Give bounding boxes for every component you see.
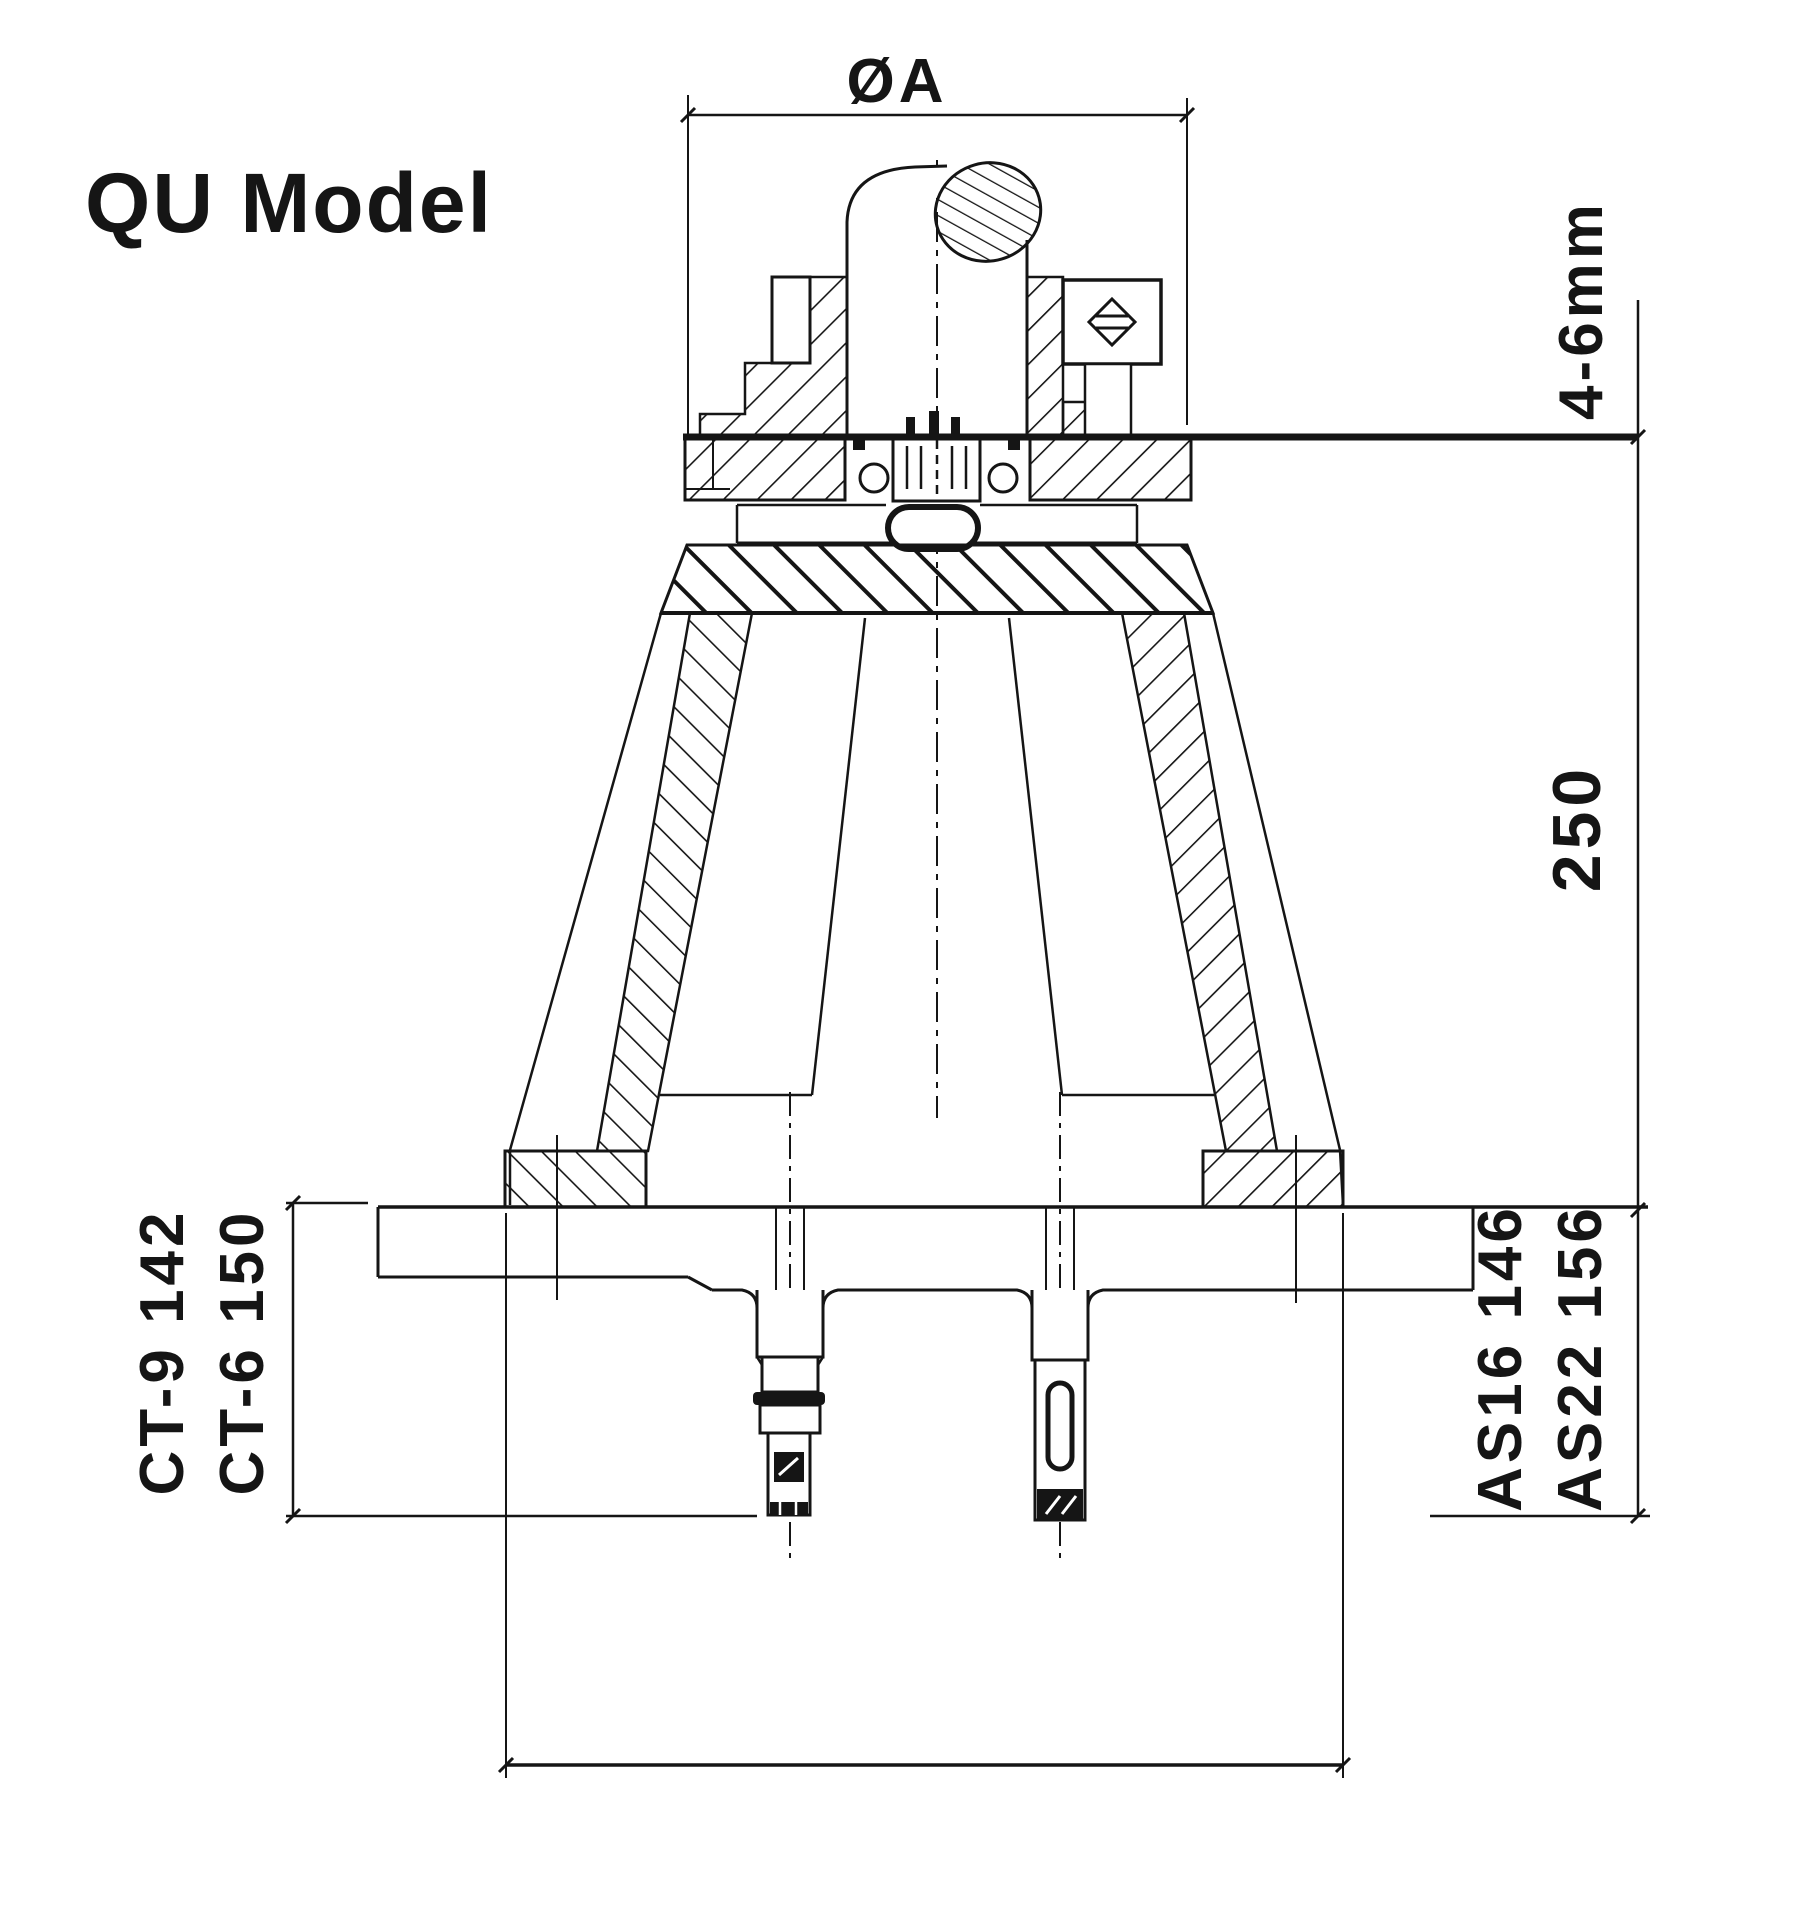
- o-ring-band: [753, 1392, 825, 1405]
- dim-label-ct6: CT-6 150: [208, 1208, 277, 1495]
- dim-label-gap: 4-6mm: [1547, 200, 1616, 420]
- left-wall-section: [595, 611, 754, 1153]
- dimension-lines: [284, 95, 1650, 1778]
- plate-right-section: [1028, 435, 1193, 502]
- bearing-ball-right: [987, 462, 1019, 494]
- left-clamp-section: [698, 275, 849, 439]
- screw-head-icon: [1086, 296, 1138, 348]
- plate-left-section: [683, 435, 847, 502]
- bell-ring: [658, 543, 1216, 615]
- dim-label-height-250: 250: [1539, 764, 1615, 892]
- spindle-shaft-outline: [845, 164, 948, 437]
- stud-slot: [1045, 1380, 1075, 1472]
- retainer-band: [735, 503, 1139, 552]
- inner-cone-right: [1007, 617, 1064, 1096]
- bearing-ball-left: [858, 462, 890, 494]
- dim-label-as22: AS22 156: [1546, 1204, 1615, 1512]
- dim-label-ct9: CT-9 142: [128, 1208, 197, 1495]
- left-clamp-block: [770, 275, 812, 365]
- bell-legs: [503, 611, 1345, 1209]
- right-clamp-section: [1025, 275, 1065, 439]
- page-title: QU Model: [85, 156, 493, 250]
- left-foot: [503, 1149, 648, 1209]
- top-mechanism: [698, 161, 1163, 440]
- pull-stud-as: [1030, 1290, 1090, 1522]
- drawbar-claw-marks: [906, 411, 960, 437]
- dim-label-diameter-a: ØA: [847, 47, 948, 116]
- locating-pin: [885, 504, 981, 552]
- pull-stud-ct: [753, 1290, 825, 1517]
- right-foot: [1201, 1149, 1345, 1209]
- right-wall-section: [1120, 611, 1279, 1153]
- sectioned-bar-icon: [933, 161, 1043, 263]
- bearing-plate: [683, 435, 1193, 503]
- dim-label-as16: AS16 146: [1466, 1204, 1535, 1512]
- inner-cone-left: [810, 617, 867, 1096]
